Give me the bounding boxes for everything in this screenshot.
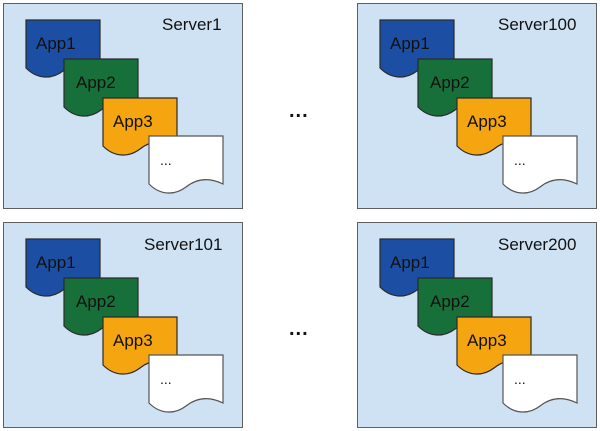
more-apps-label: ... (160, 152, 172, 168)
ellipsis-bottom: ... (289, 318, 309, 340)
more-apps-document (502, 135, 578, 194)
app3-label: App3 (467, 112, 507, 131)
server-label: Server200 (498, 235, 577, 254)
app1-label: App1 (390, 253, 430, 272)
app1-label: App1 (36, 34, 76, 53)
more-apps-document (148, 135, 224, 194)
app2-label: App2 (430, 73, 470, 92)
app3-label: App3 (467, 331, 507, 350)
app1-label: App1 (36, 253, 76, 272)
app3-label: App3 (113, 331, 153, 350)
server-label: Server101 (144, 235, 223, 254)
ellipsis-top: ... (289, 100, 309, 122)
more-apps-document (502, 354, 578, 413)
more-apps-label: ... (514, 152, 526, 168)
more-apps-label: ... (514, 371, 526, 387)
server-label: Server1 (162, 15, 222, 34)
app2-label: App2 (430, 292, 470, 311)
app3-label: App3 (113, 112, 153, 131)
app1-label: App1 (390, 34, 430, 53)
server-label: Server100 (498, 15, 577, 34)
more-apps-document (148, 354, 224, 413)
more-apps-label: ... (160, 371, 172, 387)
app2-label: App2 (76, 73, 116, 92)
app2-label: App2 (76, 292, 116, 311)
